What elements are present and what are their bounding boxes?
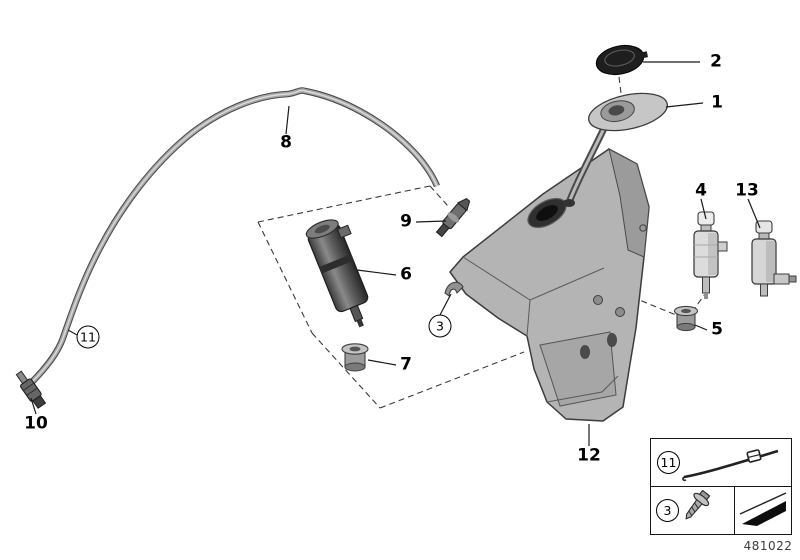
washer-fluid-reservoir [444, 148, 650, 422]
legend-box: 11 3 [650, 438, 792, 535]
legend-row-screw: 3 [651, 487, 791, 534]
callout-leader-lines [30, 61, 761, 446]
washer-pump-main [305, 219, 369, 328]
part-label-2[interactable]: 2 [710, 51, 722, 72]
part-label-6[interactable]: 6 [400, 264, 412, 285]
diagram-number: 481022 [743, 539, 793, 553]
part-label-8[interactable]: 8 [280, 132, 292, 153]
pump-grommet-right [673, 305, 699, 332]
legend-callout-11[interactable]: 11 [657, 451, 680, 474]
filler-neck-insert [563, 92, 668, 207]
legend-row-cable-tie: 11 [651, 439, 791, 487]
part-label-4[interactable]: 4 [695, 180, 707, 201]
part-callout-3[interactable]: 3 [428, 314, 452, 338]
part-label-7[interactable]: 7 [400, 354, 412, 375]
washer-hose [27, 87, 440, 387]
cable-tie-icon [682, 448, 779, 481]
part-label-1[interactable]: 1 [711, 92, 723, 113]
washer-pump-far-right [751, 220, 797, 297]
direction-arrow-icon [739, 491, 787, 526]
part-label-9[interactable]: 9 [400, 211, 412, 232]
screw-icon [685, 489, 711, 520]
washer-pump-right [693, 211, 728, 299]
part-label-13[interactable]: 13 [735, 180, 759, 201]
part-label-10[interactable]: 10 [24, 413, 48, 434]
reservoir-cap [595, 44, 649, 76]
part-label-5[interactable]: 5 [711, 319, 723, 340]
part-label-12[interactable]: 12 [577, 445, 601, 466]
part-callout-11[interactable]: 11 [76, 325, 100, 349]
hose-elbow-connector [435, 197, 471, 238]
mounting-clip [444, 281, 464, 297]
hose-connector-nozzle [15, 370, 47, 409]
legend-callout-3[interactable]: 3 [656, 499, 679, 522]
pump-grommet-left [341, 343, 369, 372]
